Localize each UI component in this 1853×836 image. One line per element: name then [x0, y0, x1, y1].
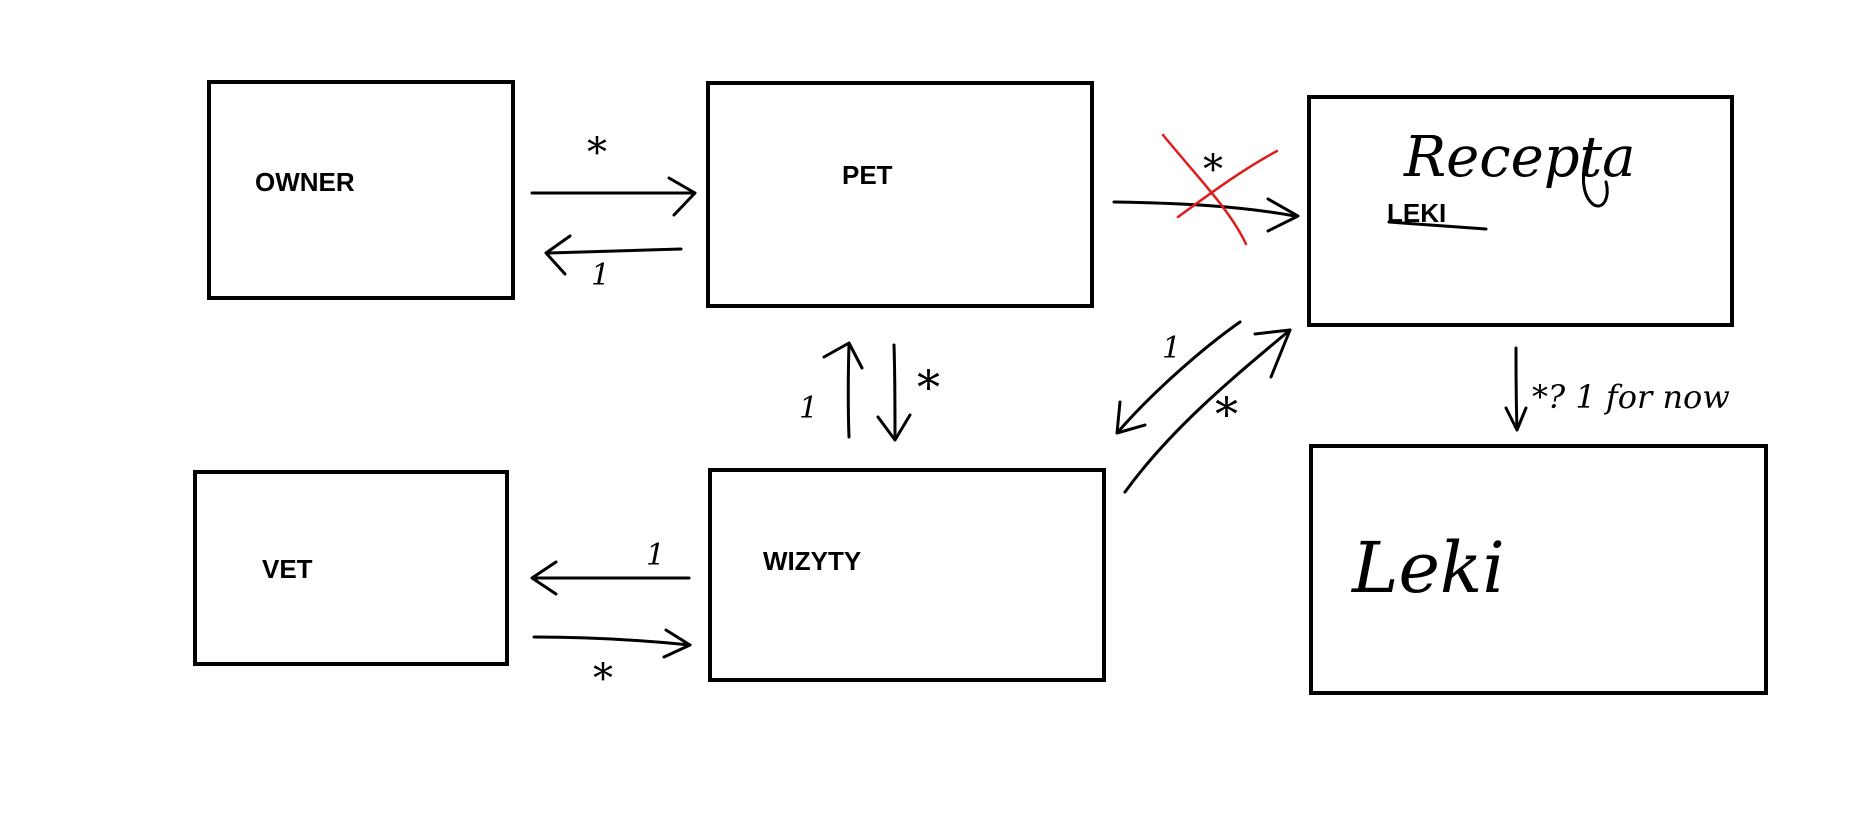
multiplicity-recepta-wizyty: 1: [1162, 331, 1181, 366]
pet-entity: PET: [706, 81, 1094, 308]
recepta-handwritten-label: Recepta: [1403, 125, 1636, 190]
wizyty-box: [708, 468, 1106, 682]
owner-entity: OWNER: [207, 80, 515, 300]
pet-label: PET: [842, 160, 893, 190]
multiplicity-wizyty-vet: 1: [646, 538, 665, 573]
arrowhead-vet-to-wizyty: [662, 628, 692, 659]
pet-recepta-relation: *: [1112, 133, 1300, 246]
pet-box: [706, 81, 1094, 308]
arrowhead-pet-to-owner: [544, 234, 572, 276]
multiplicity-pet-wizyty-one: 1: [799, 391, 818, 426]
arrowhead-recepta-to-wizyty: [1115, 400, 1147, 435]
arrow-pet-to-owner: [547, 247, 683, 255]
arrowhead-recepta-to-leki: [1504, 406, 1528, 432]
arrowhead-pet-to-wizyty: [876, 413, 912, 442]
leki-strikethrough: [1387, 220, 1488, 231]
red-cross-stroke-2: [1176, 149, 1279, 219]
arrow-wizyty-to-recepta: [1123, 328, 1292, 494]
wizyty-label: WIZYTY: [763, 546, 861, 576]
multiplicity-pet-wizyty-many: *: [917, 360, 940, 414]
arrow-wizyty-to-pet: [846, 342, 851, 439]
multiplicity-owner-pet: *: [587, 130, 607, 176]
arrowhead-wizyty-to-pet: [822, 341, 864, 370]
recepta-wizyty-relation: 1 *: [1115, 320, 1292, 494]
leki-box: [1309, 444, 1768, 695]
multiplicity-wizyty-recepta: *: [1215, 387, 1238, 441]
multiplicity-vet-wizyty: *: [593, 656, 613, 702]
recepta-scribble: [1582, 148, 1609, 208]
wizyty-vet-relation: 1 *: [530, 538, 692, 702]
owner-label: OWNER: [255, 167, 355, 197]
owner-box: [207, 80, 515, 300]
vet-label: VET: [262, 554, 313, 584]
vet-entity: VET: [193, 470, 509, 666]
vet-box: [193, 470, 509, 666]
arrowhead-wizyty-to-vet: [530, 560, 558, 596]
owner-pet-relation: * 1: [530, 130, 697, 293]
note-recepta-leki: *? 1 for now: [1532, 378, 1730, 416]
pet-wizyty-relation: 1 *: [799, 341, 940, 442]
arrow-recepta-to-wizyty: [1116, 320, 1242, 434]
arrowhead-wizyty-to-recepta: [1253, 328, 1292, 379]
leki-entity: Leki: [1309, 444, 1768, 695]
multiplicity-pet-recepta: *: [1203, 147, 1223, 193]
arrow-vet-to-wizyty: [532, 635, 692, 647]
arrowhead-owner-to-pet: [667, 176, 697, 217]
recepta-box: [1307, 95, 1734, 327]
leki-handwritten-label: Leki: [1350, 527, 1505, 609]
arrow-recepta-to-leki: [1514, 346, 1519, 430]
recepta-leki-relation: *? 1 for now: [1504, 346, 1730, 432]
arrow-pet-to-wizyty: [892, 343, 897, 440]
arrow-pet-to-recepta: [1112, 200, 1297, 218]
wizyty-entity: WIZYTY: [708, 468, 1106, 682]
multiplicity-pet-owner: 1: [591, 258, 610, 293]
recepta-entity: LEKI Recepta: [1307, 95, 1734, 327]
arrowhead-pet-to-recepta: [1266, 197, 1300, 233]
